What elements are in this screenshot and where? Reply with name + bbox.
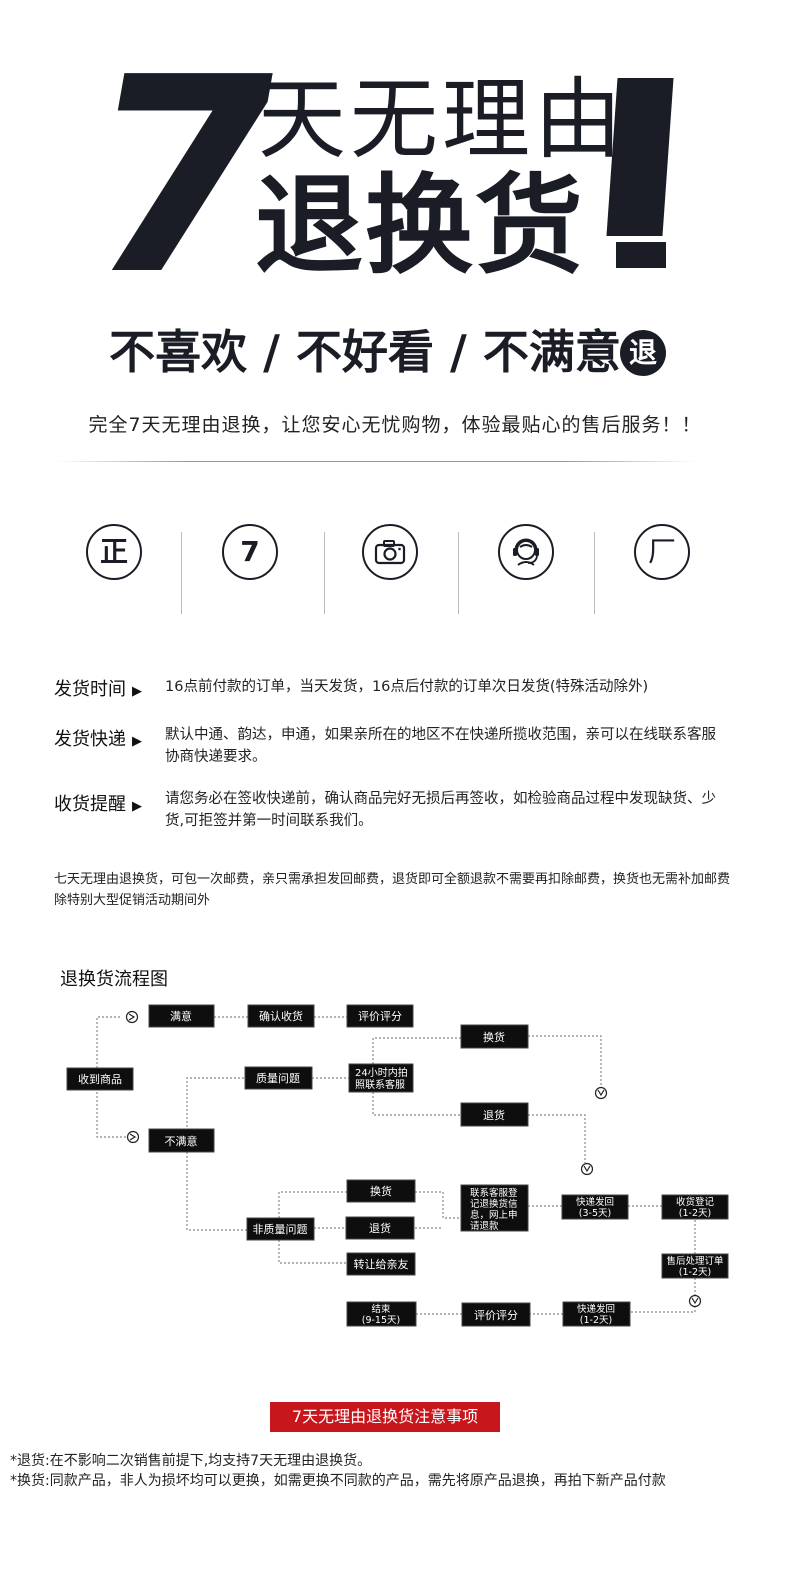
divider [56,461,696,462]
exchange-note: *换货:同款产品，非人为损坏均可以更换，如需更换不同款的产品，需先将原产品退换，… [10,1473,666,1489]
node-rate: 评价评分 [346,1004,414,1028]
notice-banner: 7天无理由退换货注意事项 [270,1402,500,1432]
node-contact24-line2: 照联系客服 [355,1078,405,1091]
node-satisfied-label: 满意 [170,1009,192,1023]
flow-diagram: 收到商品 满意 确认收货 评价评分 质量问题 24小时内拍 照联系客服 换货 退… [66,1004,729,1327]
node-process-line2: (1-2天) [679,1267,711,1278]
node-ship-back-line1: 快递发回 [576,1196,614,1208]
arrow-right-icon: ▶ [132,684,142,699]
info-text-receipt: 请您务必在签收快递前，确认商品完好无损后再签收，如检验商品过程中发现缺货、少货,… [165,791,716,829]
node-rate-label: 评价评分 [358,1010,402,1023]
node-quality-label: 质量问题 [256,1072,300,1085]
info-label-receipt: 收货提醒 ▶ [54,790,142,816]
icon-separator [594,532,595,614]
camera-icon [362,524,418,580]
icon-separator [458,532,459,614]
node-transfer: 转让给亲友 [346,1252,416,1276]
arrow-marker-icon [594,1086,608,1100]
flow-title: 退换货流程图 [60,969,168,990]
node-receipt-line2: (1-2天) [679,1208,711,1219]
info-label-text: 收货提醒 [54,794,126,815]
return-badge: 退 [620,330,666,376]
info-label-text: 发货快递 [54,729,126,750]
node-nonquality-label: 非质量问题 [253,1223,308,1236]
return-note: *退货:在不影响二次销售前提下,均支持7天无理由退换货。 [10,1453,372,1469]
slogan: 不喜欢 / 不好看 / 不满意 [0,322,770,382]
factory-icon: 厂 [634,524,690,580]
node-unsatisfied-label: 不满意 [165,1134,198,1148]
node-received: 收到商品 [66,1067,134,1091]
node-ship-back-line2: (3-5天) [579,1208,611,1219]
node-ship-back: 快递发回 (3-5天) [561,1194,629,1220]
support-headset-icon [498,524,554,580]
node-process-line1: 售后处理订单 [666,1255,724,1267]
info-label-courier: 发货快递 ▶ [54,725,142,751]
info-text-courier: 默认中通、韵达，申通，如果亲所在的地区不在快递所揽收范围，亲可以在线联系客服协商… [165,727,716,765]
node-register: 联系客服登 记退换货信 息，网上申 请退款 [460,1184,529,1232]
hero-line-2: 退换货 [255,164,586,289]
icon-separator [324,532,325,614]
node-return-top-label: 退货 [483,1108,505,1122]
flow-connectors [96,1016,696,1315]
exclamation-dot [616,242,666,268]
policy-text: 七天无理由退换货，可包一次邮费，亲只需承担发回邮费，退货即可全额退款不需要再扣除… [54,872,731,908]
hero-line-1: 天无理由 [258,68,627,171]
subtitle: 完全7天无理由退换，让您安心无忧购物，体验最贴心的售后服务！！ [88,414,702,436]
support-headset-svg [513,538,539,566]
slogan-text: 不喜欢 / 不好看 / 不满意 [109,325,621,379]
node-return-top: 退货 [460,1102,529,1127]
node-confirm: 确认收货 [247,1004,315,1028]
node-exchange-mid: 换货 [346,1179,416,1203]
exclamation-bar [606,78,674,236]
node-return-mid-label: 退货 [369,1221,391,1235]
seven-day-glyph: 7 [240,535,260,568]
arrow-marker-icon [580,1162,594,1176]
node-end-line1: 结束 [371,1303,391,1315]
node-return-mid: 退货 [345,1216,415,1240]
node-register-line3: 息，网上申 [470,1209,518,1221]
node-confirm-label: 确认收货 [259,1009,303,1023]
node-transfer-label: 转让给亲友 [354,1257,409,1271]
arrow-marker-icon [126,1130,140,1144]
arrow-right-icon: ▶ [132,799,142,814]
node-exchange-top: 换货 [460,1024,529,1049]
node-process: 售后处理订单 (1-2天) [661,1253,729,1279]
node-end-line2: (9-15天) [362,1315,400,1326]
node-rate-end: 评价评分 [461,1302,531,1327]
node-satisfied: 满意 [148,1004,215,1028]
node-exchange-top-label: 换货 [483,1030,505,1044]
info-label-ship-time: 发货时间 ▶ [54,675,142,701]
node-contact24: 24小时内拍 照联系客服 [348,1063,414,1093]
node-end: 结束 (9-15天) [346,1301,417,1327]
camera-icon-svg [374,540,406,565]
node-ship-return-line2: (1-2天) [580,1315,612,1326]
factory-glyph: 厂 [647,535,676,568]
node-unsatisfied: 不满意 [148,1128,215,1153]
node-register-line2: 记退换货信 [470,1198,518,1210]
info-text-ship-time: 16点前付款的订单，当天发货，16点后付款的订单次日发货(特殊活动除外) [165,679,649,695]
node-ship-return: 快递发回 (1-2天) [562,1301,631,1327]
genuine-icon: 正 [86,524,142,580]
node-receipt: 收货登记 (1-2天) [661,1194,729,1220]
flow-arrow-markers [125,1010,702,1308]
node-quality: 质量问题 [244,1066,313,1090]
arrow-marker-icon [125,1010,139,1024]
node-exchange-mid-label: 换货 [370,1184,392,1198]
arrow-marker-icon [688,1294,702,1308]
arrow-right-icon: ▶ [132,734,142,749]
node-register-line4: 请退款 [470,1220,499,1232]
node-receipt-line1: 收货登记 [676,1196,715,1208]
node-register-line1: 联系客服登 [470,1187,518,1199]
seven-day-icon: 7 [222,524,278,580]
icon-separator [181,532,182,614]
node-ship-return-line1: 快递发回 [577,1303,615,1315]
node-nonquality: 非质量问题 [246,1217,315,1241]
node-contact24-line1: 24小时内拍 [355,1066,408,1079]
big-seven-numeral: 7 [60,19,294,334]
info-label-text: 发货时间 [54,679,126,700]
node-received-label: 收到商品 [78,1072,122,1086]
node-rate-end-label: 评价评分 [474,1309,518,1322]
genuine-glyph: 正 [99,535,128,568]
